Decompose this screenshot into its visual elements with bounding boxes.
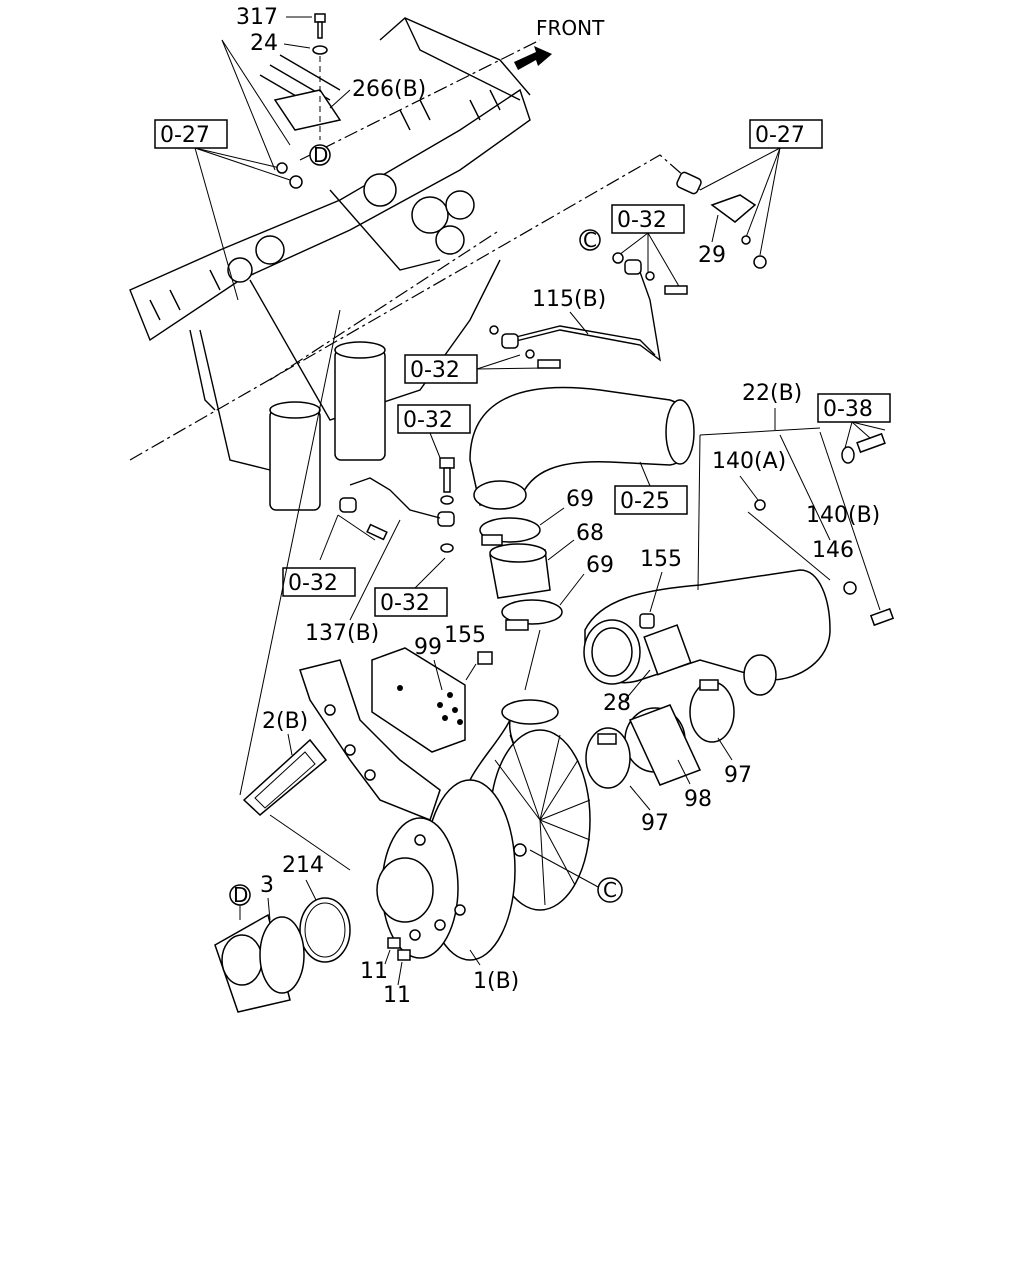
callout-99: 99 bbox=[414, 635, 442, 660]
connector-c-bottom-label: C bbox=[603, 878, 617, 902]
intake-elbow bbox=[469, 386, 695, 510]
callout-140b: 140(B) bbox=[806, 503, 880, 528]
ref-box-0-32-lower-middle: 0-32 bbox=[374, 557, 448, 617]
ref-box-0-32-lower-middle-label: 0-32 bbox=[380, 591, 430, 616]
ref-box-0-25: 0-25 bbox=[614, 461, 688, 515]
hose-clamp-set-upper: 69 68 69 bbox=[479, 487, 614, 691]
connector-c-bottom: C bbox=[597, 877, 623, 903]
hose-clamp-set-lower: 97 98 97 bbox=[585, 679, 752, 836]
callout-140a: 140(A) bbox=[712, 449, 786, 474]
compressor-fins bbox=[494, 734, 591, 906]
phantom-lines bbox=[129, 39, 701, 461]
callout-214: 214 bbox=[282, 853, 324, 878]
ref-box-0-27-right-label: 0-27 bbox=[755, 123, 805, 148]
bracket-28-group: 155 28 bbox=[603, 547, 682, 716]
callout-3: 3 bbox=[260, 873, 274, 898]
callout-11-lower: 11 bbox=[383, 983, 411, 1008]
ref-box-0-32-middle: 0-32 bbox=[404, 354, 546, 384]
callout-group-top: 317 24 266(B) bbox=[221, 5, 426, 171]
callout-317: 317 bbox=[236, 5, 278, 30]
engine-block bbox=[129, 17, 531, 511]
connector-d-top-label: D bbox=[313, 143, 328, 167]
ref-box-0-32-upper-label: 0-32 bbox=[617, 208, 667, 233]
ref-box-0-32-upper: 0-32 bbox=[611, 204, 688, 295]
callout-68: 68 bbox=[576, 521, 604, 546]
ref-box-0-38-label: 0-38 bbox=[823, 397, 873, 422]
callout-266b: 266(B) bbox=[352, 77, 426, 102]
heat-shield-99: 99 155 bbox=[371, 623, 493, 753]
callout-11-upper: 11 bbox=[360, 959, 388, 984]
connector-d-bottom: D bbox=[229, 883, 251, 920]
callout-97-right: 97 bbox=[724, 763, 752, 788]
callout-146: 146 bbox=[812, 538, 854, 563]
ref-box-0-32-lower-left-label: 0-32 bbox=[288, 571, 338, 596]
ref-box-0-25-label: 0-25 bbox=[620, 489, 670, 514]
callout-155-right: 155 bbox=[640, 547, 682, 572]
callout-97-left: 97 bbox=[641, 811, 669, 836]
callout-28: 28 bbox=[603, 691, 631, 716]
gasket-2b: 2(B) bbox=[239, 309, 351, 871]
oil-pipe-137b bbox=[319, 477, 441, 561]
turbocharger-1b: 1(B) bbox=[299, 659, 601, 994]
callout-22b: 22(B) bbox=[742, 381, 802, 406]
ref-box-0-32-middle-label: 0-32 bbox=[410, 358, 460, 383]
callout-1b: 1(B) bbox=[473, 969, 519, 994]
connector-c-top-label: C bbox=[583, 228, 597, 252]
callout-137b: 137(B) bbox=[305, 621, 379, 646]
ref-box-0-27-right: 0-27 29 bbox=[676, 119, 823, 269]
connector-d-bottom-label: D bbox=[233, 883, 248, 907]
front-indicator: FRONT bbox=[514, 16, 605, 70]
callout-24: 24 bbox=[250, 31, 278, 56]
callout-115b: 115(B) bbox=[532, 287, 606, 312]
ref-box-0-38: 0-38 bbox=[817, 393, 891, 464]
connector-d-top: D bbox=[309, 143, 331, 167]
callout-69-lower: 69 bbox=[586, 553, 614, 578]
callout-29: 29 bbox=[698, 243, 726, 268]
ref-box-0-27-left: 0-27 bbox=[154, 119, 303, 301]
callout-69-upper: 69 bbox=[566, 487, 594, 512]
ref-box-0-32-center: 0-32 bbox=[397, 404, 471, 553]
front-label: FRONT bbox=[536, 16, 605, 40]
front-arrow-icon bbox=[514, 46, 552, 70]
connector-c-top: C bbox=[579, 228, 601, 252]
ref-box-0-32-center-label: 0-32 bbox=[403, 408, 453, 433]
callout-155-left: 155 bbox=[444, 623, 486, 648]
intercooler-duct-22b: 22(B) 140(A) 140(B) 146 bbox=[583, 381, 895, 696]
callout-2b: 2(B) bbox=[262, 709, 308, 734]
callout-98: 98 bbox=[684, 787, 712, 812]
oil-pipe-115b: 115(B) bbox=[489, 271, 661, 369]
outlet-flange-group: 214 3 11 11 bbox=[214, 853, 411, 1013]
ref-box-0-32-lower-left: 0-32 137(B) bbox=[282, 519, 401, 646]
ref-box-0-27-left-label: 0-27 bbox=[160, 123, 210, 148]
